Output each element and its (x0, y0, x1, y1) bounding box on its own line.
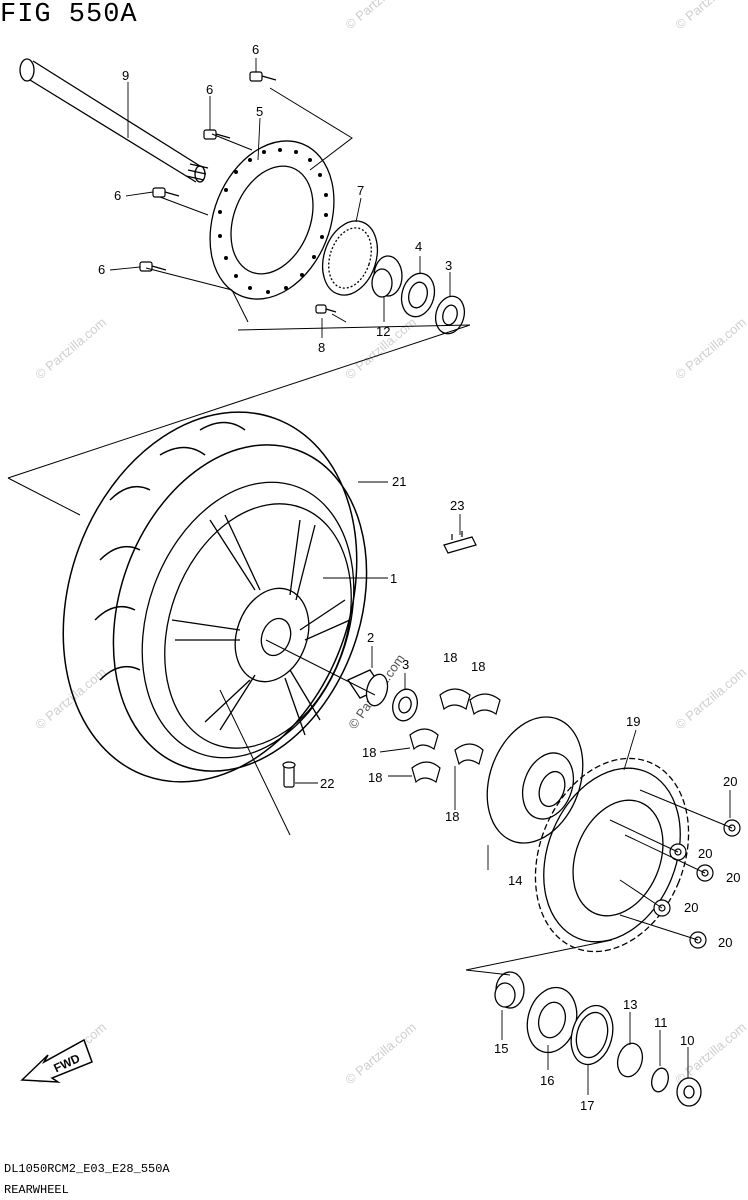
valve-stem (282, 761, 296, 788)
watermark: © Partzilla.com (672, 1019, 748, 1087)
watermark: © Partzilla.com (342, 0, 419, 32)
watermark: © Partzilla.com (32, 664, 109, 732)
callout: 18 (362, 745, 376, 760)
brake-disc (209, 140, 335, 300)
rear-tire (62, 411, 368, 783)
callout: 18 (443, 650, 457, 665)
fwd-arrow-icon: FWD (20, 1038, 93, 1083)
callout-labels: 1 2 3 3 4 5 6 6 6 6 7 8 9 10 11 12 13 14… (98, 42, 740, 1113)
callout: 14 (508, 873, 522, 888)
callout: 11 (654, 1015, 668, 1030)
callout: 4 (415, 239, 422, 254)
footer-name: REARWHEEL (4, 1183, 69, 1197)
callout: 20 (718, 935, 732, 950)
callout: 13 (623, 997, 637, 1012)
watermark: © Partzilla.com (672, 0, 748, 32)
watermark: © Partzilla.com (342, 1019, 419, 1087)
callout: 20 (723, 774, 737, 789)
balance-weight (443, 531, 477, 554)
washer-11 (651, 1067, 669, 1093)
callout: 20 (684, 900, 698, 915)
disc-bolts (139, 71, 277, 272)
callout: 12 (376, 324, 390, 339)
collar-2 (347, 669, 389, 707)
bearing-4 (400, 272, 436, 318)
abs-sensor-ring (321, 220, 379, 296)
oil-seal-3-top (434, 295, 466, 335)
callout: 8 (318, 340, 325, 355)
rear-wheel-rim (141, 481, 355, 759)
callout: 5 (256, 104, 263, 119)
watermark: © Partzilla.com (672, 664, 748, 732)
callout: 3 (402, 657, 409, 672)
oil-seal-17 (570, 1004, 614, 1066)
callout: 21 (392, 474, 406, 489)
watermark: © Partzilla.com (672, 314, 748, 382)
callout: 20 (698, 846, 712, 861)
spacer-15 (494, 971, 525, 1009)
screw-8 (315, 304, 337, 314)
callout: 18 (471, 659, 485, 674)
axle-nut-10 (676, 1077, 702, 1107)
footer-code: DL1050RCM2_E03_E28_550A (4, 1162, 170, 1176)
wheel-dampers (409, 688, 501, 784)
figure-title: FIG 550A (0, 0, 138, 30)
oil-seal-3-mid (392, 688, 418, 722)
callout: 22 (320, 776, 334, 791)
callout: 6 (98, 262, 105, 277)
bearing-16 (526, 986, 578, 1054)
watermarks: © Partzilla.com © Partzilla.com © Partzi… (32, 0, 748, 1087)
callout: 2 (367, 630, 374, 645)
callout: 7 (357, 183, 364, 198)
callout: 3 (445, 258, 452, 273)
callout: 6 (114, 188, 121, 203)
callout: 20 (726, 870, 740, 885)
callout: 19 (626, 714, 640, 729)
callout: 18 (368, 770, 382, 785)
callout: 15 (494, 1041, 508, 1056)
sprocket-hub (486, 716, 584, 844)
callout: 1 (390, 571, 397, 586)
callout: 9 (122, 68, 129, 83)
axle (19, 58, 209, 183)
callout: 18 (445, 809, 459, 824)
callout: 6 (252, 42, 259, 57)
spacer-collar (371, 255, 403, 298)
spacer-13 (616, 1042, 644, 1078)
leader-lines (109, 58, 731, 1095)
callout: 23 (450, 498, 464, 513)
guide-lines (7, 87, 733, 976)
watermark: © Partzilla.com (32, 314, 109, 382)
callout: 17 (580, 1098, 594, 1113)
callout: 16 (540, 1073, 554, 1088)
callout: 6 (206, 82, 213, 97)
callout: 10 (680, 1033, 694, 1048)
